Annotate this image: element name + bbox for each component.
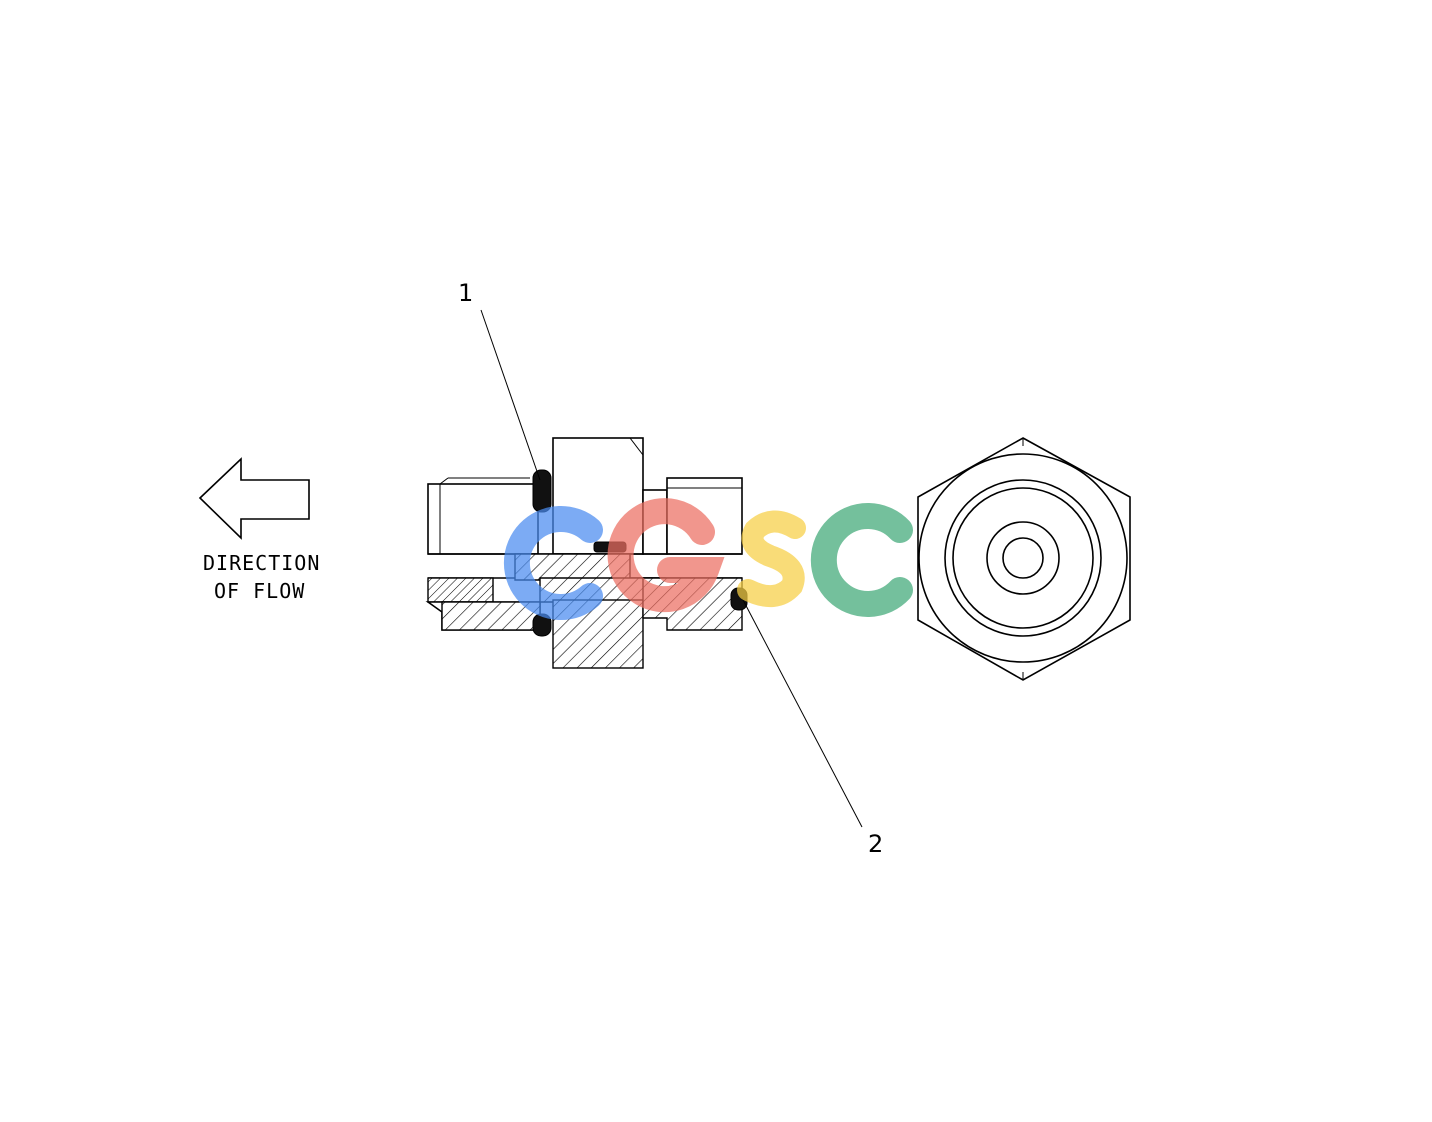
flow-arrow-icon — [198, 457, 310, 540]
callout-1-leader — [480, 309, 541, 481]
cgsc-watermark-logo — [503, 498, 913, 620]
callout-2-label: 2 — [868, 830, 883, 858]
callout-1-label: 1 — [458, 279, 473, 307]
fitting-end-view — [917, 437, 1131, 681]
direction-label-line1: DIRECTION — [203, 551, 320, 575]
callout-2-leader — [741, 597, 863, 828]
fitting-side-view — [425, 437, 748, 669]
direction-label-line2: OF FLOW — [214, 579, 305, 603]
